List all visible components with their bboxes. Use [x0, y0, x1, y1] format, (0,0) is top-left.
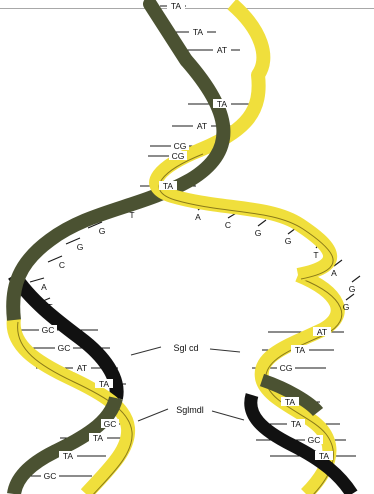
top-base-pair-label: CG [174, 141, 187, 151]
right-daughter-label: AT [317, 327, 327, 337]
left-daughter-label: AT [77, 363, 87, 373]
left-template-base-label: C [59, 260, 65, 270]
right-template-base-label: A [331, 268, 337, 278]
top-base-pair-label: AT [217, 45, 227, 55]
left-template-base-label: G [77, 242, 84, 252]
parental-yellow-strand-edge [159, 154, 333, 279]
parental-yellow-strand [156, 150, 330, 275]
right-daughter-label: GC [308, 435, 321, 445]
left-daughter-label: TA [93, 433, 104, 443]
left-template-base-label: G [99, 226, 106, 236]
top-base-pair-label: TA [171, 1, 182, 11]
parental-dark-strand [13, 60, 223, 320]
top-helix-dark-strand-front [140, 100, 200, 150]
right-daughter-label: CG [280, 363, 293, 373]
right-template-base-label: A [195, 212, 201, 222]
left-template-base-label: T [129, 210, 134, 220]
top-base-pair-label: TA [193, 27, 204, 37]
left-daughter-label: GC [42, 325, 55, 335]
right-template-spoke [258, 220, 266, 226]
left-template-base-label: A [41, 282, 47, 292]
right-template-base-label: G [349, 284, 356, 294]
top-helix-yellow-strand [232, 4, 263, 75]
left-daughter-label: GC [44, 471, 57, 481]
left-template-base-label: T [47, 302, 52, 312]
left-daughter-label: GC [104, 419, 117, 429]
right-template-spoke [346, 294, 354, 300]
right-daughter-label: TA [291, 419, 302, 429]
right-template-base-label: C [225, 220, 231, 230]
top-base-pair-label: TA [163, 181, 174, 191]
right-template-base-label: G [343, 302, 350, 312]
right-template-base-label: G [255, 228, 262, 238]
right-template-base-label: T [313, 250, 318, 260]
right-daughter-label: TA [319, 451, 330, 461]
right-template-spoke [352, 276, 360, 282]
callout-sglmdl: Sglmdl [176, 405, 204, 415]
left-daughter-label: TA [63, 451, 74, 461]
left-daughter-label: GC [58, 343, 71, 353]
right-daughter-label: TA [295, 345, 306, 355]
top-base-pair-label: AT [197, 121, 207, 131]
left-daughter-label: TA [99, 379, 110, 389]
right-daughter-label: TA [285, 397, 296, 407]
right-template-base-label: G [285, 236, 292, 246]
callout-sgl-cd: Sgl cd [173, 343, 198, 353]
top-base-pair-label: CG [172, 151, 185, 161]
top-base-pair-label: TA [217, 99, 228, 109]
